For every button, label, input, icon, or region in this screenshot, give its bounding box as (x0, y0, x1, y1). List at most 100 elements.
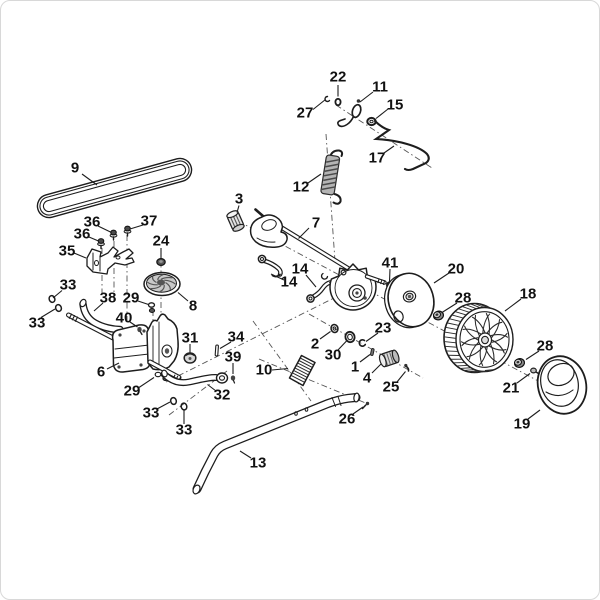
callout-number[interactable]: 33 (143, 405, 160, 422)
callout-40[interactable]: 40 (116, 310, 138, 328)
callout-22[interactable]: 22 (330, 69, 347, 97)
callout-number[interactable]: 37 (141, 213, 158, 230)
callout-number[interactable]: 19 (514, 416, 531, 433)
callout-9[interactable]: 9 (71, 160, 98, 186)
callout-10[interactable]: 10 (256, 362, 289, 379)
callout-number[interactable]: 34 (228, 329, 245, 346)
callout-number[interactable]: 1 (351, 359, 359, 376)
callout-number[interactable]: 33 (60, 277, 77, 294)
callout-number[interactable]: 12 (293, 179, 310, 196)
callout-20[interactable]: 20 (433, 261, 465, 284)
callout-number[interactable]: 3 (235, 191, 243, 208)
callout-number[interactable]: 35 (59, 243, 76, 260)
callout-number[interactable]: 32 (214, 387, 231, 404)
callout-28[interactable]: 28 (441, 290, 472, 313)
callout-12[interactable]: 12 (293, 173, 322, 196)
callout-36[interactable]: 36 (84, 214, 112, 233)
callout-4[interactable]: 4 (363, 363, 382, 387)
callout-41[interactable]: 41 (382, 255, 399, 283)
callout-37[interactable]: 37 (129, 213, 158, 230)
callout-21[interactable]: 21 (503, 373, 531, 397)
callout-number[interactable]: 24 (153, 233, 170, 250)
callout-14[interactable]: 14 (270, 274, 298, 291)
callout-number[interactable]: 39 (225, 349, 242, 366)
callout-number[interactable]: 9 (71, 160, 79, 177)
callout-35[interactable]: 35 (59, 243, 87, 260)
callout-34[interactable]: 34 (219, 329, 245, 349)
callout-number[interactable]: 20 (448, 261, 465, 278)
callout-number[interactable]: 33 (29, 315, 46, 332)
callout-number[interactable]: 30 (325, 347, 342, 364)
pin-34 (214, 344, 219, 357)
callout-number[interactable]: 23 (375, 320, 392, 337)
callout-number[interactable]: 22 (330, 69, 347, 86)
callout-number[interactable]: 31 (182, 330, 199, 347)
drive-belt (36, 157, 193, 219)
callout-number[interactable]: 8 (189, 298, 197, 315)
callout-number[interactable]: 29 (124, 383, 141, 400)
callout-39[interactable]: 39 (225, 349, 242, 375)
callout-19[interactable]: 19 (514, 409, 541, 433)
callout-29[interactable]: 29 (124, 377, 155, 400)
callout-24[interactable]: 24 (153, 233, 170, 259)
callout-number[interactable]: 36 (84, 214, 101, 231)
callout-26[interactable]: 26 (339, 406, 364, 428)
callout-30[interactable]: 30 (325, 340, 347, 364)
callout-28[interactable]: 28 (525, 338, 554, 360)
callout-number[interactable]: 6 (97, 364, 105, 381)
callout-number[interactable]: 15 (387, 97, 404, 114)
callout-number[interactable]: 36 (74, 226, 91, 243)
callout-number[interactable]: 28 (455, 290, 472, 307)
callout-number[interactable]: 40 (116, 310, 133, 327)
callout-31[interactable]: 31 (182, 330, 199, 353)
bolt-40 (137, 326, 143, 336)
callout-33[interactable]: 33 (29, 308, 56, 332)
callout-11[interactable]: 11 (359, 79, 388, 103)
callout-number[interactable]: 41 (382, 255, 399, 272)
callout-25[interactable]: 25 (383, 371, 406, 396)
callout-number[interactable]: 21 (503, 380, 520, 397)
callout-38[interactable]: 38 (93, 290, 117, 312)
callout-33[interactable]: 33 (143, 401, 171, 422)
callout-32[interactable]: 32 (207, 384, 231, 404)
callout-33[interactable]: 33 (52, 277, 77, 299)
callout-15[interactable]: 15 (375, 97, 404, 119)
callout-number[interactable]: 17 (369, 150, 386, 167)
callout-1[interactable]: 1 (351, 354, 371, 376)
callout-23[interactable]: 23 (365, 320, 392, 342)
callout-number[interactable]: 26 (339, 411, 356, 428)
callout-number[interactable]: 28 (537, 338, 554, 355)
callout-number[interactable]: 14 (292, 261, 309, 278)
callout-14[interactable]: 14 (292, 261, 317, 288)
callout-13[interactable]: 13 (239, 450, 267, 472)
callout-number[interactable]: 27 (297, 105, 314, 122)
callout-number[interactable]: 11 (372, 79, 388, 96)
callout-29[interactable]: 29 (123, 290, 149, 307)
callout-leader-line (207, 384, 217, 392)
callout-18[interactable]: 18 (504, 286, 537, 312)
callout-number[interactable]: 10 (256, 362, 273, 379)
axle-small-parts (330, 323, 410, 410)
callout-number[interactable]: 33 (176, 422, 193, 439)
callout-number[interactable]: 38 (100, 290, 117, 307)
callout-33[interactable]: 33 (176, 410, 193, 439)
callout-17[interactable]: 17 (369, 145, 395, 167)
callout-6[interactable]: 6 (97, 362, 120, 381)
callout-number[interactable]: 25 (383, 379, 400, 396)
callout-number[interactable]: 29 (123, 290, 140, 307)
callout-leader-line (337, 340, 347, 351)
callout-2[interactable]: 2 (311, 331, 331, 353)
callout-number[interactable]: 18 (520, 286, 537, 303)
callout-number[interactable]: 4 (363, 370, 372, 387)
callout-7[interactable]: 7 (298, 215, 321, 239)
callout-number[interactable]: 14 (281, 274, 298, 291)
callout-number[interactable]: 13 (250, 455, 267, 472)
callout-number[interactable]: 2 (311, 336, 319, 353)
callout-8[interactable]: 8 (177, 292, 197, 315)
callout-3[interactable]: 3 (235, 191, 243, 213)
callout-leader-line (93, 302, 104, 312)
callout-number[interactable]: 7 (312, 215, 320, 232)
callout-27[interactable]: 27 (297, 99, 326, 122)
callout-36[interactable]: 36 (74, 226, 99, 243)
callout-leader-line (239, 450, 252, 459)
